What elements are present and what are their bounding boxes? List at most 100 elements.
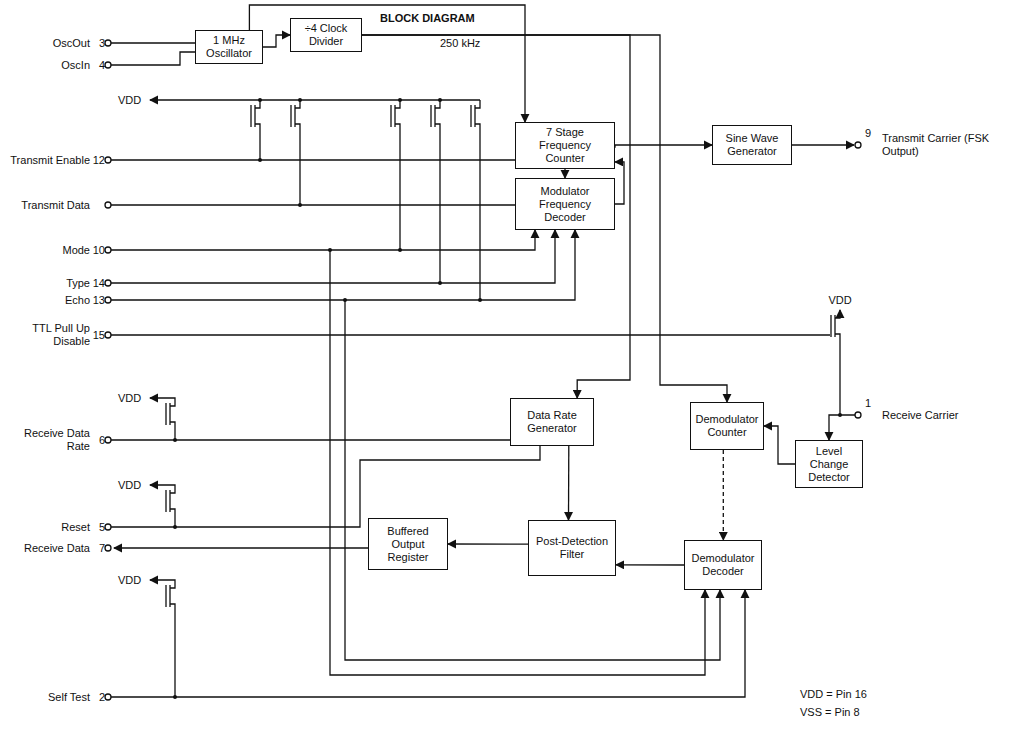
signal-arrow <box>615 162 624 204</box>
pin-number: 9 <box>865 127 879 140</box>
signal-arrow <box>568 446 570 520</box>
bus-wire <box>345 300 720 660</box>
process-box: Modulator Frequency Decoder <box>515 178 615 230</box>
box-label: Modulator Frequency Decoder <box>519 185 611 224</box>
signal-arrow <box>723 450 724 540</box>
pin-name: Receive Data Rate <box>2 427 90 453</box>
pullup-transistor <box>251 100 260 160</box>
supply-label: VDD <box>118 574 148 587</box>
supply-label: VDD <box>118 479 148 492</box>
pin-name: Receive Carrier <box>882 409 1022 422</box>
junction-dot <box>438 281 442 285</box>
pullup-transistor <box>391 100 400 250</box>
process-box: ÷4 Clock Divider <box>290 18 362 52</box>
signal-arrow <box>616 564 684 566</box>
signal-arrow <box>564 169 565 178</box>
signal-arrow <box>764 426 795 464</box>
supply-label: VDD <box>822 294 858 307</box>
pullup-transistor <box>150 398 175 440</box>
pin-number: 1 <box>865 397 879 410</box>
pin-number: 15 <box>90 329 105 342</box>
junction-dot <box>298 203 302 207</box>
box-label: Demodulator Counter <box>694 413 760 439</box>
note: VSS = Pin 8 <box>800 706 920 719</box>
pin-wire <box>111 230 575 300</box>
pin-circle <box>105 40 111 46</box>
junction-dot <box>258 158 262 162</box>
junction-dot <box>173 525 177 529</box>
pin-number: 13 <box>90 294 105 307</box>
pin-name: Mode <box>2 244 90 257</box>
signal-arrow <box>362 35 630 398</box>
pin-number: 14 <box>90 277 105 290</box>
title: BLOCK DIAGRAM <box>380 12 520 25</box>
output-wire <box>114 547 368 548</box>
pin-name: Self Test <box>2 691 90 704</box>
supply-rail <box>150 99 480 100</box>
pin-name: TTL Pull Up Disable <box>2 322 90 348</box>
box-label: Post-Detection Filter <box>532 535 612 561</box>
signal-arrow <box>362 35 727 402</box>
signal-arrow <box>615 145 712 148</box>
box-label: Level Change Detector <box>799 445 859 484</box>
bus-wire <box>330 250 705 675</box>
box-label: Sine Wave Generator <box>716 132 788 158</box>
pin-name: Echo <box>2 294 90 307</box>
pin-wire <box>111 43 830 527</box>
pullup-transistor <box>831 310 840 415</box>
output-wire <box>792 144 854 145</box>
box-label: Demodulator Decoder <box>688 552 758 578</box>
pin-number: 7 <box>90 542 105 555</box>
process-box: Sine Wave Generator <box>712 125 792 165</box>
pin-wire <box>111 590 745 697</box>
pin-circle <box>855 142 861 148</box>
junction-dot <box>343 298 347 302</box>
pin-circle <box>105 157 111 163</box>
frequency-label: 250 kHz <box>440 37 510 50</box>
process-box: Post-Detection Filter <box>528 520 616 576</box>
pin-name: Receive Data <box>2 542 90 555</box>
box-label: Data Rate Generator <box>514 409 590 435</box>
junction-dot <box>838 413 842 417</box>
process-box: Demodulator Counter <box>690 402 764 450</box>
process-box: Level Change Detector <box>795 440 863 488</box>
pin-circle <box>105 694 111 700</box>
pin-name: Transmit Enable <box>2 154 90 167</box>
pullup-transistor <box>471 100 480 300</box>
pin-circle <box>105 297 111 303</box>
pin-number: 4 <box>90 59 105 72</box>
pin-name: Transmit Data <box>2 199 90 212</box>
input-wire <box>829 415 855 440</box>
pin-wire <box>111 230 535 250</box>
pin-name: OscIn <box>2 59 90 72</box>
process-box: 1 MHz Oscillator <box>195 30 263 64</box>
pin-circle <box>105 437 111 443</box>
pin-circle <box>855 412 861 418</box>
pin-number: 3 <box>90 37 105 50</box>
junction-dot <box>258 98 262 102</box>
pin-circle <box>105 332 111 338</box>
pin-number: 12 <box>90 154 105 167</box>
pin-circle <box>105 202 111 208</box>
box-label: 7 Stage Frequency Counter <box>519 126 611 165</box>
junction-dot <box>173 438 177 442</box>
pin-name: OscOut <box>2 37 90 50</box>
supply-label: VDD <box>118 94 148 107</box>
pullup-transistor <box>150 580 175 697</box>
pin-wire <box>111 230 555 283</box>
pin-name: Reset <box>2 521 90 534</box>
pullup-transistor <box>291 100 300 205</box>
box-label: ÷4 Clock Divider <box>294 22 358 48</box>
junction-dot <box>398 98 402 102</box>
process-box: Buffered Output Register <box>368 518 448 570</box>
pin-name: Type <box>2 277 90 290</box>
pullup-transistor <box>431 100 440 283</box>
supply-label: VDD <box>118 392 148 405</box>
pin-circle <box>105 280 111 286</box>
pin-name: Transmit Carrier (FSK Output) <box>882 132 1022 158</box>
box-label: 1 MHz Oscillator <box>199 34 259 60</box>
pin-number: 6 <box>90 434 105 447</box>
note: VDD = Pin 16 <box>800 688 920 701</box>
signal-arrow <box>263 35 290 47</box>
